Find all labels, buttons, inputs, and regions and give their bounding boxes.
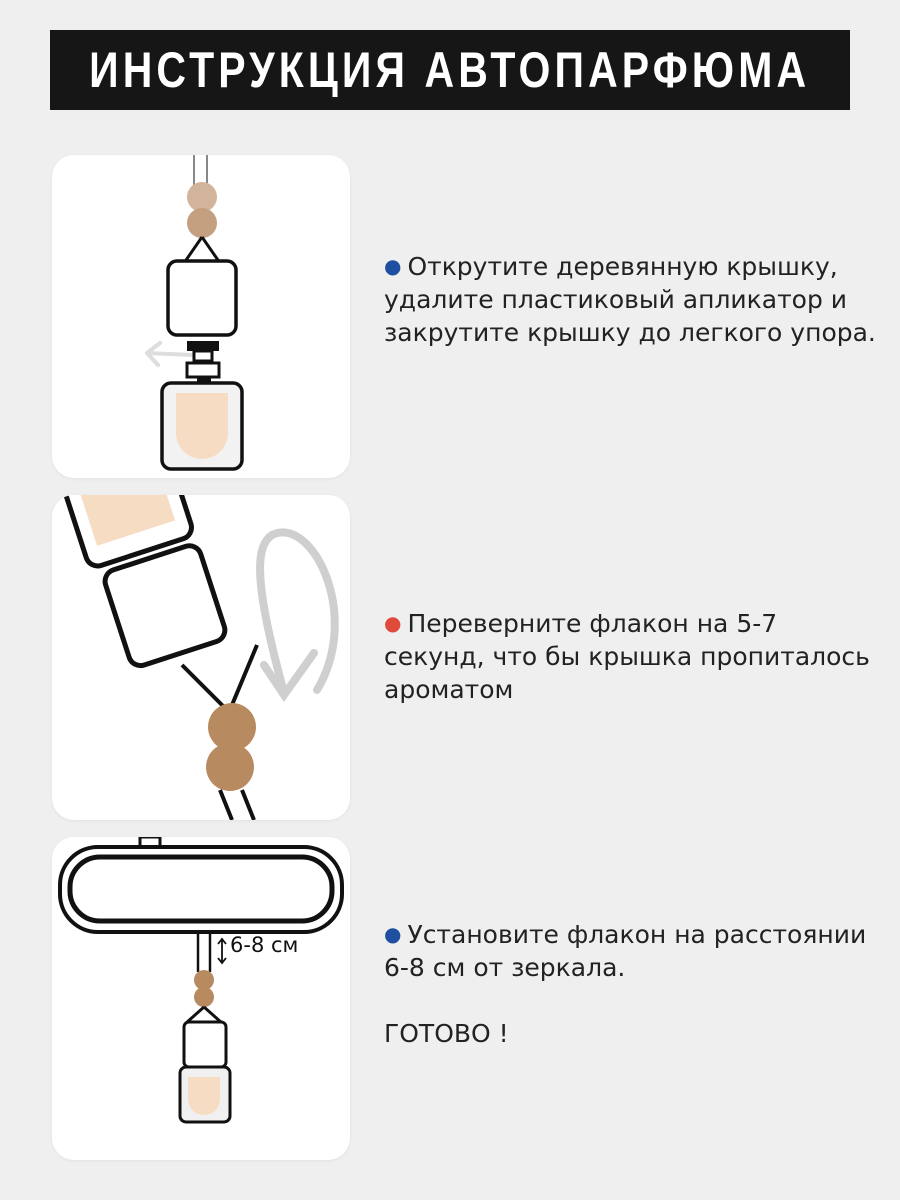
bead-icon <box>187 182 217 212</box>
step-3-text: ●Установите флакон на расстоянии 6-8 см … <box>384 918 884 1050</box>
title-banner: ИНСТРУКЦИЯ АВТОПАРФЮМА <box>50 30 850 110</box>
distance-arrow-icon <box>217 937 227 965</box>
step-3-illustration: 6-8 см <box>52 837 350 1160</box>
step-2-illustration <box>52 495 350 820</box>
flip-bottle-illustration <box>56 495 339 820</box>
bullet-icon: ● <box>384 922 402 946</box>
step-2-instruction: Переверните флакон на 5-7 секунд, что бы… <box>384 609 870 704</box>
step-1-instruction: Открутите деревянную крышку, удалите пла… <box>384 252 876 347</box>
rotate-arrow-icon <box>256 528 339 694</box>
bullet-icon: ● <box>384 254 402 278</box>
distance-label: 6-8 см <box>230 933 299 957</box>
step-3-instruction: Установите флакон на расстоянии 6-8 см о… <box>384 920 867 982</box>
wooden-cap-icon <box>102 543 228 669</box>
step-1-illustration <box>52 155 350 478</box>
wooden-cap-icon <box>166 259 238 337</box>
unscrew-cap-illustration <box>145 155 244 471</box>
arrow-left-icon <box>145 341 194 367</box>
bead-icon <box>208 703 256 751</box>
bead-icon <box>206 743 254 791</box>
step-1-text: ●Открутите деревянную крышку, удалите пл… <box>384 250 884 349</box>
mirror-hanging-illustration <box>58 837 344 1124</box>
step-2-text: ●Переверните флакон на 5-7 секунд, что б… <box>384 607 884 706</box>
bead-icon <box>187 208 217 238</box>
page-title: ИНСТРУКЦИЯ АВТОПАРФЮМА <box>89 42 811 98</box>
bullet-icon: ● <box>384 611 402 635</box>
done-text: ГОТОВО ! <box>384 1019 509 1048</box>
